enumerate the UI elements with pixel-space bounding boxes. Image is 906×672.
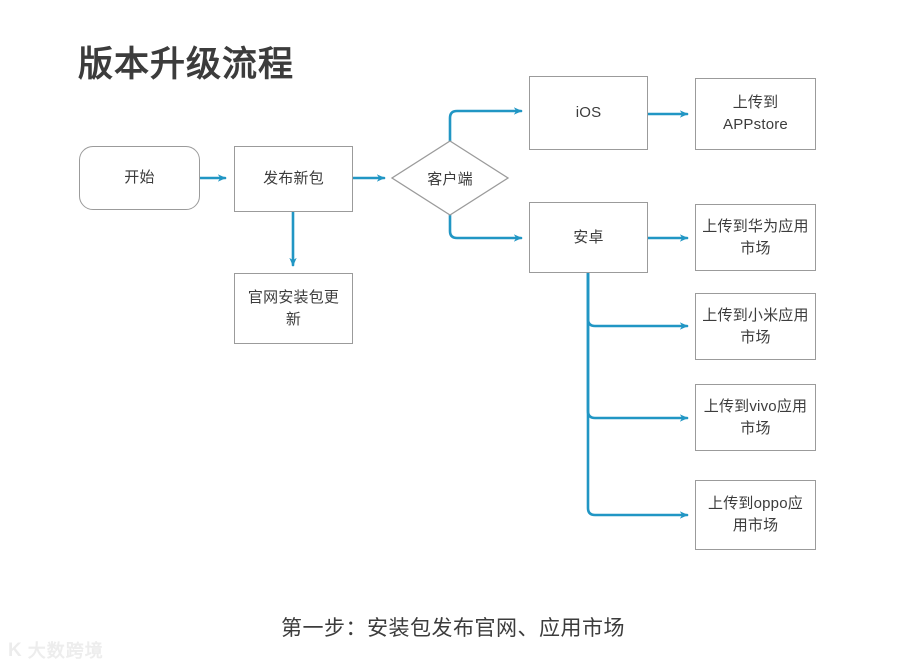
watermark-label: 大数跨境 [27, 640, 104, 661]
watermark: K 大数跨境 [8, 641, 104, 660]
node-ios-label: iOS [575, 104, 602, 122]
node-publish-new-package-label: 发布新包 [263, 170, 324, 188]
node-upload-huawei-label: 上传到华为应用市场 [702, 217, 809, 257]
node-start-label: 开始 [124, 169, 155, 187]
edge-decision-to-ios [448, 107, 523, 143]
edge-android-to-oppo [586, 271, 689, 519]
node-upload-xiaomi[interactable]: 上传到小米应用市场 [695, 293, 816, 360]
node-android[interactable]: 安卓 [529, 202, 648, 273]
node-publish-new-package[interactable]: 发布新包 [234, 146, 353, 212]
node-upload-vivo[interactable]: 上传到vivo应用市场 [695, 384, 816, 451]
node-start[interactable]: 开始 [79, 146, 200, 210]
node-upload-appstore-label: 上传到APPstore [723, 94, 788, 133]
node-upload-vivo-label: 上传到vivo应用市场 [703, 397, 808, 437]
node-upload-oppo-label: 上传到oppo应用市场 [708, 495, 803, 534]
node-website-package-update-label: 官网安装包更新 [247, 288, 340, 328]
node-upload-xiaomi-label: 上传到小米应用市场 [702, 306, 809, 346]
node-decision-client-label: 客户端 [427, 170, 473, 188]
edge-android-to-xiaomi [586, 271, 689, 330]
node-upload-huawei[interactable]: 上传到华为应用市场 [695, 204, 816, 271]
edge-decision-to-android [448, 213, 523, 242]
node-android-label: 安卓 [573, 228, 604, 246]
edge-android-to-vivo [586, 271, 689, 422]
watermark-logo-icon: K [8, 640, 22, 661]
node-upload-oppo[interactable]: 上传到oppo应用市场 [695, 480, 816, 550]
node-ios[interactable]: iOS [529, 76, 648, 150]
node-decision-client[interactable]: 客户端 [392, 141, 508, 215]
node-upload-appstore[interactable]: 上传到APPstore [695, 78, 816, 150]
page-title: 版本升级流程 [78, 45, 295, 84]
node-website-package-update[interactable]: 官网安装包更新 [234, 273, 353, 344]
caption-text: 第一步：安装包发布官网、应用市场 [281, 617, 625, 640]
